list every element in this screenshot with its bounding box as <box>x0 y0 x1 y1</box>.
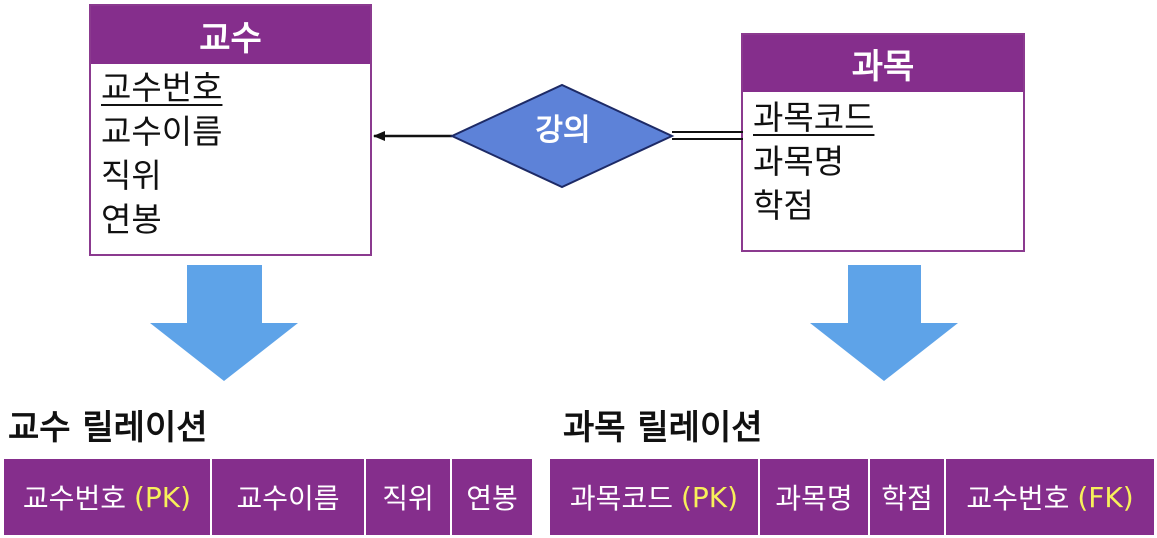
professor-entity: 교수 교수번호 교수이름 직위 연봉 <box>89 4 372 256</box>
course-entity-header: 과목 <box>743 35 1023 92</box>
professor-attribute-id: 교수번호 <box>101 68 223 107</box>
course-attribute-list: 과목코드 과목명 학점 <box>743 92 1023 228</box>
course-entity-title: 과목 <box>851 47 915 87</box>
relationship-diamond <box>449 83 675 189</box>
course-relation-title: 과목 릴레이션 <box>563 408 763 448</box>
professor-attribute-name: 교수이름 <box>101 112 223 151</box>
column-name: 연봉 <box>466 482 518 515</box>
course-column-name: 과목명 <box>760 459 870 535</box>
primary-key-tag: (PK) <box>680 480 739 514</box>
professor-entity-title: 교수 <box>199 18 262 59</box>
course-column-code: 과목코드(PK) <box>550 459 760 535</box>
professor-column-position: 직위 <box>366 459 452 535</box>
professor-attribute-position: 직위 <box>101 156 162 195</box>
down-arrow-icon <box>810 265 958 381</box>
professor-column-name: 교수이름 <box>212 459 366 535</box>
column-name: 교수번호 <box>966 482 1070 515</box>
column-name: 과목코드 <box>569 482 673 515</box>
primary-key-tag: (PK) <box>133 480 192 514</box>
column-name: 교수번호 <box>22 482 126 515</box>
professor-relation-table: 교수번호(PK) 교수이름 직위 연봉 <box>4 459 532 535</box>
column-name: 교수이름 <box>236 482 340 515</box>
course-column-credits: 학점 <box>870 459 946 535</box>
column-name: 직위 <box>382 482 434 515</box>
professor-relation-title: 교수 릴레이션 <box>8 408 208 448</box>
course-relation-table: 과목코드(PK) 과목명 학점 교수번호(FK) <box>550 459 1154 535</box>
course-attribute-credits: 학점 <box>753 186 814 225</box>
column-name: 과목명 <box>775 482 853 515</box>
course-column-professor-id: 교수번호(FK) <box>946 459 1154 535</box>
course-entity: 과목 과목코드 과목명 학점 <box>741 33 1025 252</box>
professor-column-id: 교수번호(PK) <box>4 459 212 535</box>
course-attribute-name: 과목명 <box>753 142 845 181</box>
course-attribute-code: 과목코드 <box>753 98 875 137</box>
relationship-label: 강의 <box>535 113 591 148</box>
professor-entity-header: 교수 <box>91 6 370 64</box>
professor-attribute-list: 교수번호 교수이름 직위 연봉 <box>91 64 370 242</box>
foreign-key-tag: (FK) <box>1077 480 1134 514</box>
down-arrow-icon <box>150 265 298 381</box>
professor-column-salary: 연봉 <box>452 459 532 535</box>
professor-attribute-salary: 연봉 <box>101 200 162 239</box>
column-name: 학점 <box>881 482 933 515</box>
